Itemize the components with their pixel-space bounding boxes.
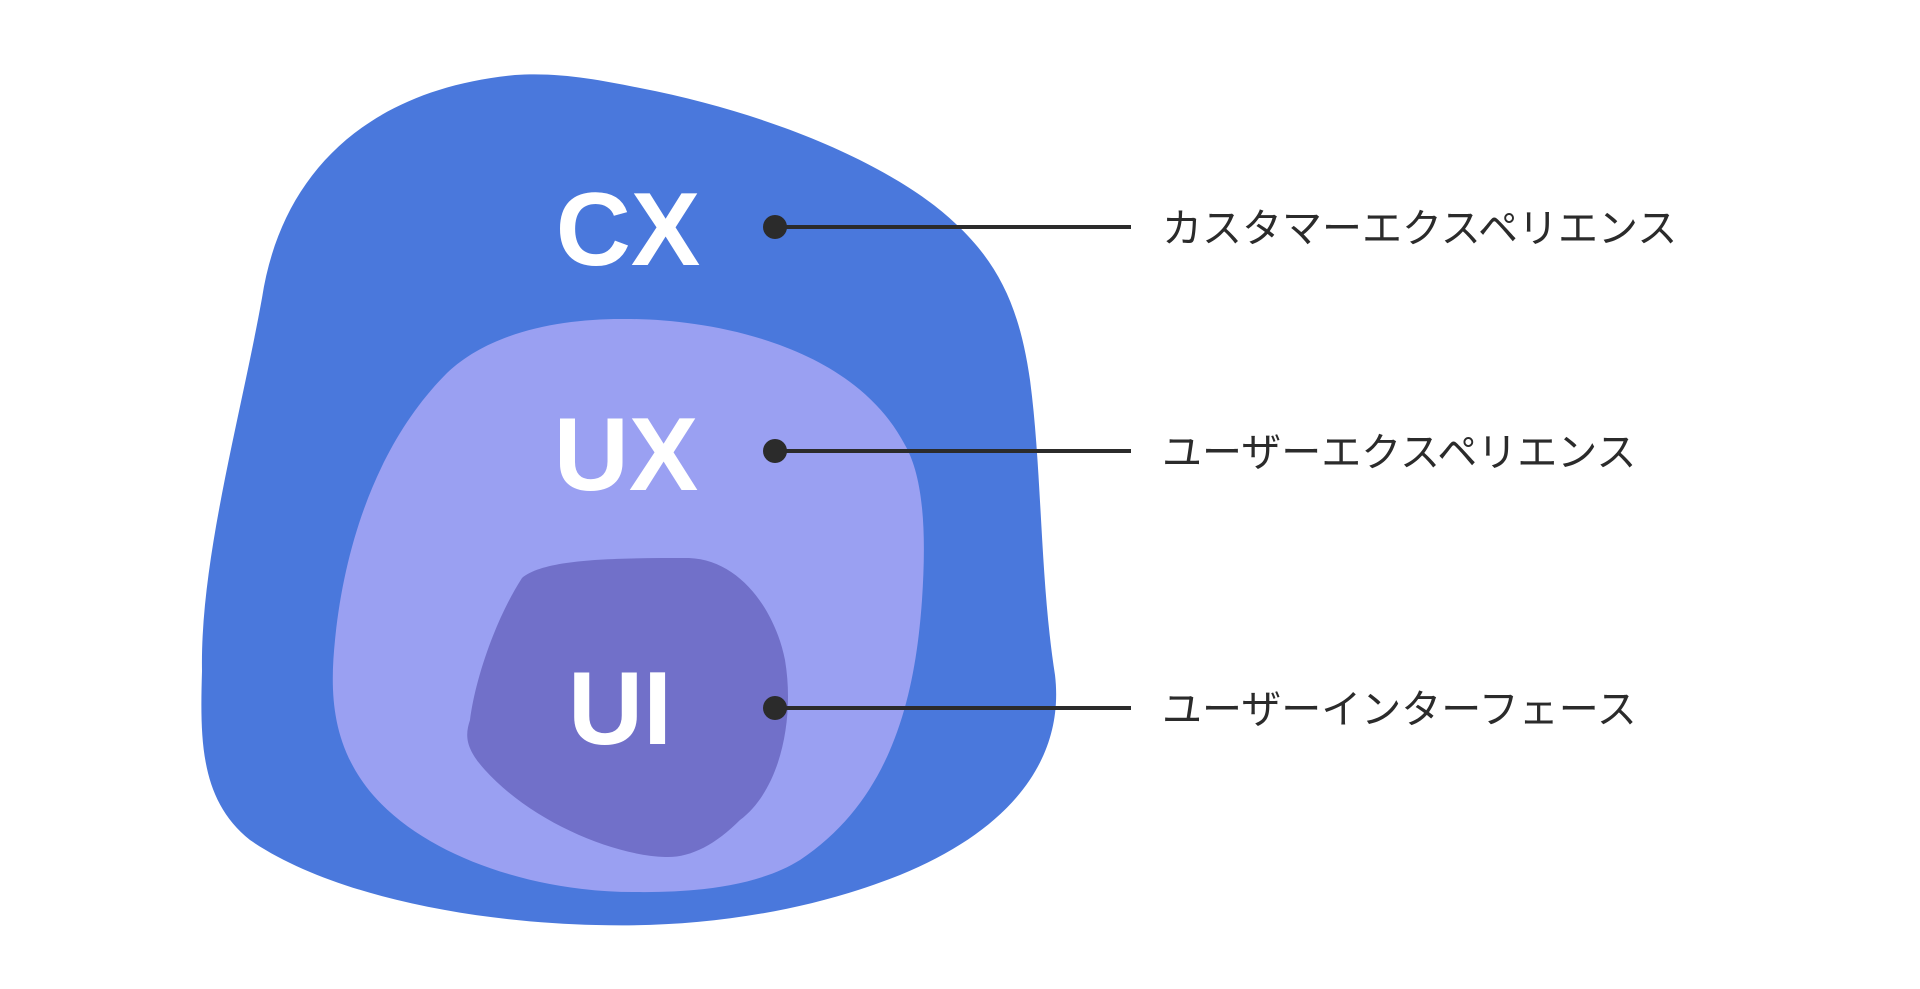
cx-abbreviation: CX <box>556 172 700 288</box>
ui-abbreviation: UI <box>568 651 672 767</box>
ui-layer-blob <box>467 558 788 858</box>
cx-leader-dot <box>763 215 787 239</box>
ux-leader-dot <box>763 439 787 463</box>
ux-leader <box>763 439 1131 463</box>
ux-abbreviation: UX <box>554 397 698 513</box>
cx-leader <box>763 215 1131 239</box>
ui-leader <box>763 696 1131 720</box>
ui-leader-dot <box>763 696 787 720</box>
cx-description: カスタマーエクスペリエンス <box>1162 206 1677 252</box>
ui-description: ユーザーインターフェース <box>1162 687 1637 733</box>
ux-description: ユーザーエクスペリエンス <box>1162 430 1636 476</box>
